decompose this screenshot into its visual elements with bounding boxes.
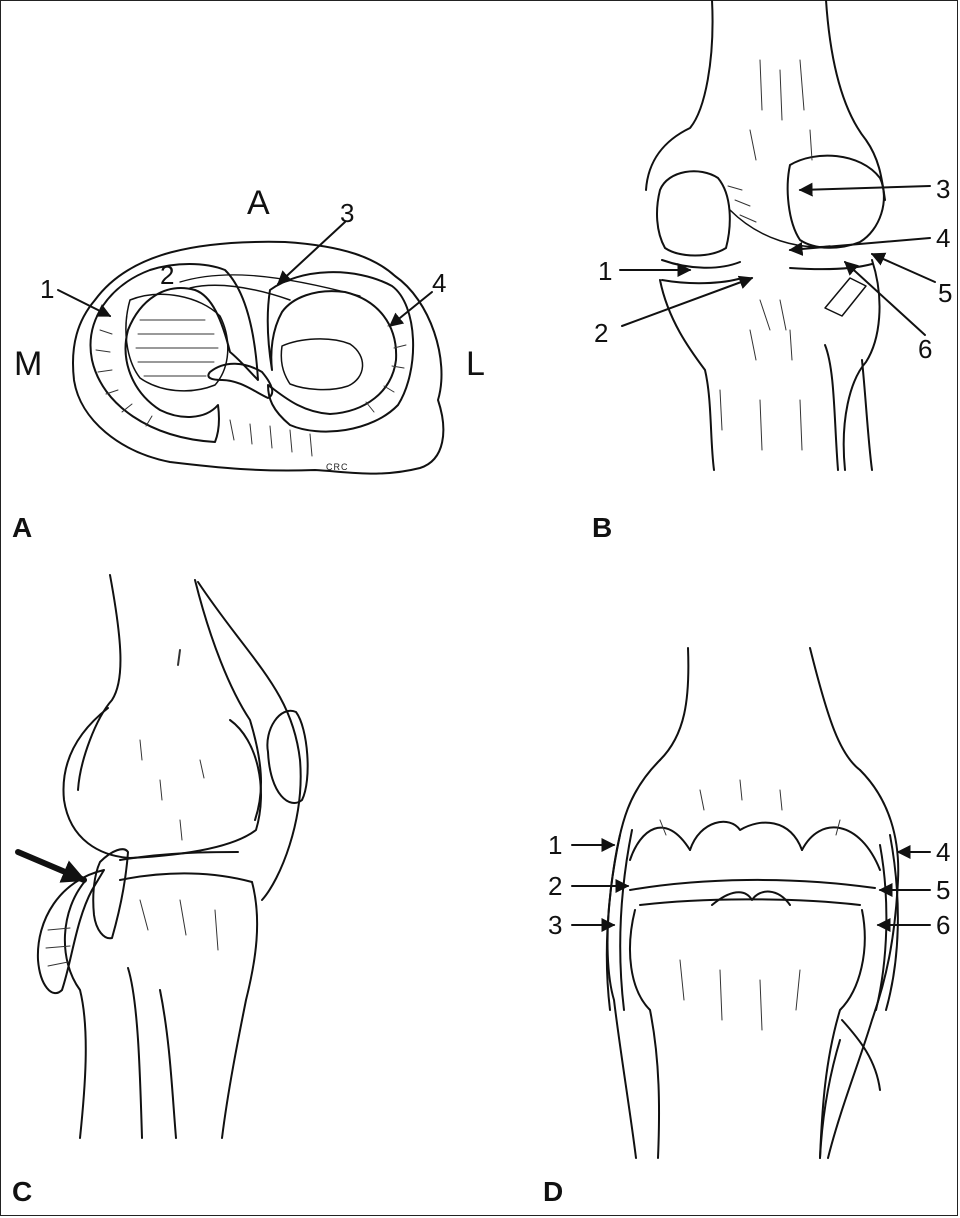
medial-meniscus xyxy=(91,264,258,442)
lateral-condyle-b xyxy=(788,156,884,248)
label-b-3: 3 xyxy=(936,176,950,202)
fibula-c xyxy=(128,968,176,1138)
lateral-articular-surface xyxy=(281,339,362,390)
label-d-5: 5 xyxy=(936,877,950,903)
label-d-1: 1 xyxy=(548,832,562,858)
joint-space-d xyxy=(630,880,875,905)
panel-letter-c: C xyxy=(12,1178,32,1206)
medial-condyle-b xyxy=(657,171,730,255)
panel-c-drawing xyxy=(38,575,308,1138)
orientation-medial: M xyxy=(14,347,42,381)
joint-line-c xyxy=(120,852,252,882)
label-b-2: 2 xyxy=(594,320,608,346)
leader-b-2 xyxy=(622,278,752,326)
panel-letter-d: D xyxy=(543,1178,563,1206)
femur-shaft-d xyxy=(660,648,860,770)
label-d-6: 6 xyxy=(936,912,950,938)
leader-b-4 xyxy=(790,238,930,250)
pointer-arrow-c xyxy=(18,852,84,880)
intercondylar-notch-d xyxy=(690,822,802,850)
lateral-meniscus xyxy=(268,272,413,431)
panel-a-drawing xyxy=(73,242,443,474)
leader-b-5 xyxy=(872,254,935,282)
label-b-6: 6 xyxy=(918,336,932,362)
label-b-4: 4 xyxy=(936,225,950,251)
label-a-3: 3 xyxy=(340,200,354,226)
panel-a-leaders xyxy=(58,222,432,326)
lateral-meniscus-c xyxy=(93,849,128,938)
panel-d-drawing xyxy=(607,648,898,1158)
label-d-2: 2 xyxy=(548,873,562,899)
femur-shaft-b xyxy=(646,0,885,200)
label-d-3: 3 xyxy=(548,912,562,938)
patella-c xyxy=(267,711,307,803)
tibia-d xyxy=(630,910,865,1158)
panel-letter-b: B xyxy=(592,514,612,542)
leader-b-3 xyxy=(800,186,930,190)
label-b-1: 1 xyxy=(598,258,612,284)
panel-letter-a: A xyxy=(12,514,32,542)
tibia-b xyxy=(660,260,880,470)
panel-b-leaders xyxy=(620,186,935,335)
knee-outline-d xyxy=(608,760,899,1158)
label-a-1: 1 xyxy=(40,276,54,302)
femur-shaft-c xyxy=(78,575,261,820)
label-d-4: 4 xyxy=(936,839,950,865)
label-b-5: 5 xyxy=(938,280,952,306)
popliteus-b xyxy=(825,278,866,316)
label-a-4: 4 xyxy=(432,270,446,296)
panel-d-leaders xyxy=(572,845,930,925)
femoral-condyles-d xyxy=(630,827,880,870)
label-a-2: 2 xyxy=(160,262,174,288)
artist-signature: CRC xyxy=(326,462,349,472)
panel-b-drawing xyxy=(646,0,885,470)
tibial-spines-d xyxy=(712,892,790,905)
orientation-lateral: L xyxy=(466,347,485,381)
intercondylar-ligament xyxy=(208,364,272,398)
menisci-b xyxy=(662,260,872,283)
orientation-anterior: A xyxy=(247,186,270,220)
leader-a-1 xyxy=(58,290,110,316)
